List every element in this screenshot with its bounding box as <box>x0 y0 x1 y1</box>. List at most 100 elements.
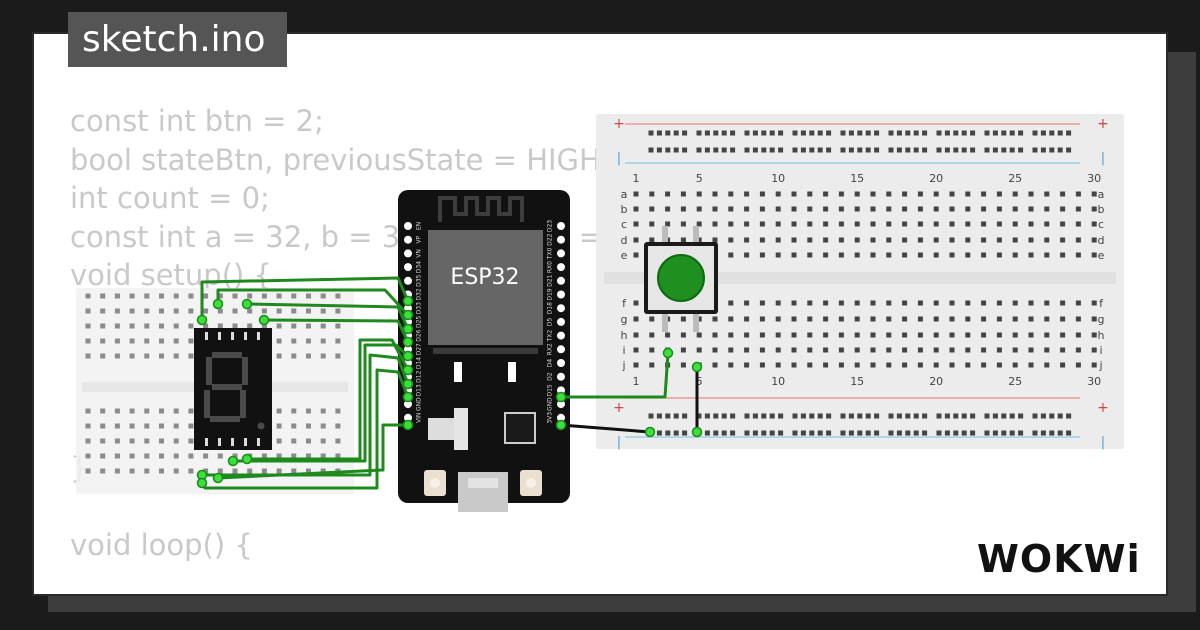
esp32-pin-label: D33 <box>416 302 423 314</box>
esp32-pin-right[interactable] <box>557 413 565 422</box>
row-letter: b <box>621 203 628 216</box>
wire[interactable] <box>560 423 651 434</box>
esp32-pin-label: VP <box>416 235 423 243</box>
plus-rail-sign: + <box>1097 400 1109 416</box>
esp32-pin-right[interactable] <box>557 276 565 285</box>
esp32-pin-label: D4 <box>547 359 554 368</box>
row-letter: d <box>621 234 628 247</box>
chip-label: ESP32 <box>450 265 519 290</box>
wire-endpoint <box>402 295 414 307</box>
esp32-pin-right[interactable] <box>557 331 565 340</box>
column-number: 10 <box>771 172 785 185</box>
wire-endpoint <box>196 477 208 489</box>
column-number: 1 <box>633 375 640 388</box>
esp32-pin-label: D13 <box>416 384 423 396</box>
wire-endpoint <box>212 298 224 310</box>
minus-rail-sign: | <box>617 151 621 166</box>
esp32-pin-right[interactable] <box>557 372 565 381</box>
wire[interactable] <box>561 352 670 399</box>
wire[interactable] <box>202 353 410 477</box>
wire[interactable] <box>246 302 410 330</box>
esp32-pin-right[interactable] <box>557 345 565 354</box>
minus-rail-sign: | <box>1101 151 1105 166</box>
esp32-pin-label: D32 <box>416 288 423 300</box>
svg-text:WOKWi: WOKWi <box>977 537 1141 581</box>
row-letter: j <box>1098 359 1102 372</box>
esp32-pin-right[interactable] <box>557 290 565 299</box>
esp32-pin-left[interactable] <box>404 235 412 244</box>
esp32-pin-label: D14 <box>416 357 423 369</box>
file-tab-label: sketch.ino <box>82 19 266 60</box>
row-letter: d <box>1098 234 1105 247</box>
esp32-pin-label: D15 <box>547 384 554 396</box>
esp32-pin-label: D26 <box>416 329 423 341</box>
plus-rail-sign: + <box>613 116 625 132</box>
esp32-pin-label: TX2 <box>547 330 554 343</box>
seven-segment-display[interactable] <box>194 328 272 450</box>
wire[interactable] <box>217 423 408 480</box>
esp32-pin-left[interactable] <box>404 249 412 258</box>
esp32-pin-label: D34 <box>416 261 423 273</box>
wire[interactable] <box>233 343 410 463</box>
esp32-pin-left[interactable] <box>404 222 412 230</box>
button-cap[interactable] <box>658 255 704 301</box>
esp32-chip <box>428 230 543 345</box>
wire[interactable] <box>247 338 410 461</box>
esp32-pin-right[interactable] <box>557 359 565 367</box>
esp32-pin-left[interactable] <box>404 263 412 272</box>
file-tab[interactable]: sketch.ino <box>68 12 288 67</box>
esp32-pin-label: D22 <box>547 233 554 245</box>
row-letter: f <box>622 297 627 310</box>
column-number: 20 <box>929 375 943 388</box>
wire-endpoint <box>402 323 414 335</box>
esp32-pin-label: D5 <box>547 317 554 326</box>
esp32-pin-right[interactable] <box>557 400 565 409</box>
column-number: 30 <box>1087 375 1101 388</box>
row-letter: c <box>621 218 627 231</box>
wire-endpoint <box>644 426 656 438</box>
column-number: 5 <box>696 375 703 388</box>
esp32-pin-right[interactable] <box>557 222 565 230</box>
wire-endpoint <box>241 298 253 310</box>
esp32-pin-right[interactable] <box>557 304 565 313</box>
wire[interactable] <box>216 288 410 317</box>
row-letter: a <box>621 188 628 201</box>
esp32-pin-right[interactable] <box>557 249 565 258</box>
wire-endpoint <box>555 419 567 431</box>
minus-rail-sign: | <box>617 435 621 450</box>
row-letter: i <box>622 344 625 357</box>
esp32-pin-right[interactable] <box>557 235 565 244</box>
wire-endpoint <box>662 347 674 359</box>
esp32-pin-label: D35 <box>416 274 423 286</box>
row-letter: b <box>1098 203 1105 216</box>
wire-endpoint <box>402 391 414 403</box>
esp32-pin-label: VN <box>416 249 423 258</box>
column-number: 10 <box>771 375 785 388</box>
column-number: 1 <box>633 172 640 185</box>
pushbutton[interactable] <box>644 226 718 332</box>
plus-rail-sign: + <box>613 400 625 416</box>
wire[interactable] <box>200 276 410 320</box>
esp32-pin-left[interactable] <box>404 276 412 285</box>
row-letter: h <box>621 329 628 342</box>
esp32-pin-label: RX0 <box>547 261 554 273</box>
esp32-pin-label: EN <box>416 222 423 230</box>
esp32-pin-right[interactable] <box>557 263 565 272</box>
esp32-pin-right[interactable] <box>557 317 565 326</box>
esp32-pin-label: D18 <box>547 302 554 314</box>
column-number: 15 <box>850 375 864 388</box>
esp32-pin-left[interactable] <box>404 400 412 409</box>
row-letter: e <box>1098 249 1105 262</box>
esp32-pin-label: D27 <box>416 343 423 355</box>
column-number: 5 <box>696 172 703 185</box>
wire-endpoint <box>402 336 414 348</box>
wire-endpoint <box>691 426 703 438</box>
esp32-board[interactable]: ESP32 ENVPVND34D35D32D33D25D26D27D14D12D… <box>398 190 570 512</box>
column-number: 25 <box>1008 375 1022 388</box>
esp32-pin-label: GND <box>547 397 554 411</box>
esp32-pin-label: VIN <box>416 413 423 423</box>
wire[interactable] <box>263 318 410 343</box>
esp32-pin-left[interactable] <box>404 413 412 422</box>
wire-endpoint <box>402 378 414 390</box>
